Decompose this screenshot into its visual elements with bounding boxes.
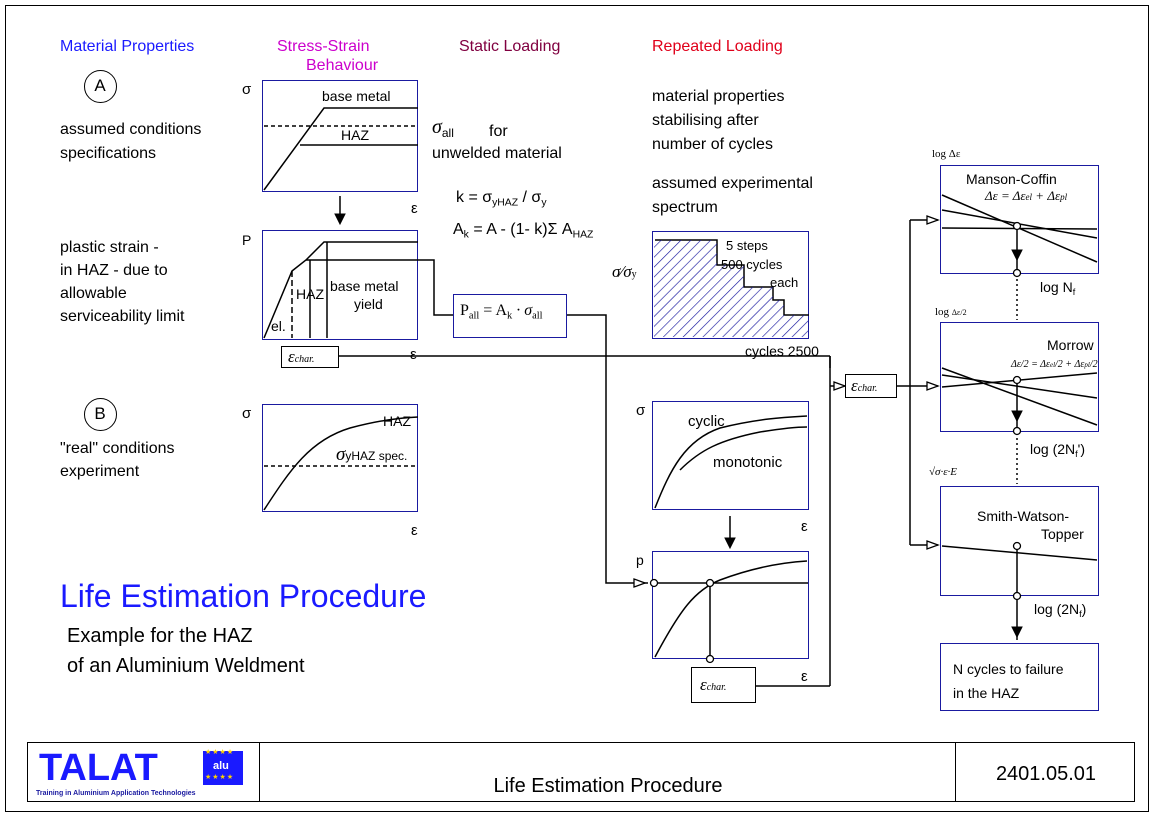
swt-title1: Smith-Watson- — [977, 508, 1070, 524]
g1-base-metal: base metal — [322, 88, 391, 104]
marker-b: B — [84, 398, 117, 431]
graph-load-box — [262, 230, 418, 340]
slide-frame — [5, 5, 1149, 812]
spectrum-each: each — [770, 275, 799, 290]
morrow-formula: Δε/2 = Δεel/2 + Δεpl/2 — [1011, 359, 1098, 370]
unwelded-material: unwelded material — [432, 145, 562, 162]
cond-a-line1: assumed conditions — [60, 121, 202, 138]
swt-top-axis: √σ·ε·E — [929, 466, 958, 478]
subtitle-line2: of an Aluminium Weldment — [67, 655, 305, 677]
g2-yield: yield — [354, 296, 383, 312]
g3-eps: ε — [411, 522, 418, 539]
rep-line2: stabilising after — [652, 112, 759, 129]
spectrum-steps: 5 steps — [726, 238, 768, 253]
logo-badge: alu — [213, 760, 229, 772]
pg-eps: ε — [801, 668, 808, 685]
rep-line1: material properties — [652, 88, 785, 105]
main-title: Life Estimation Procedure — [60, 578, 427, 614]
header-repeated-loading: Repeated Loading — [652, 38, 783, 55]
ak-formula: Ak = A - (1- k)Σ AHAZ — [453, 221, 594, 241]
p-graph-box — [652, 551, 809, 659]
cond-b-line2: experiment — [60, 463, 140, 480]
k-formula: k = σyHAZ / σy — [456, 189, 547, 209]
footer-bar: TALAT alu ★★★★ ★★★★ Training in Aluminiu… — [27, 742, 1135, 802]
g2-p: P — [242, 232, 252, 248]
spectrum-ratio: σ⁄σy — [612, 262, 637, 281]
spectrum-cycles-total: cycles 2500 — [745, 343, 819, 359]
pall-formula: Pall = Ak · σall — [460, 302, 543, 322]
header-material-properties: Material Properties — [60, 38, 195, 55]
footer-code: 2401.05.01 — [995, 763, 1097, 785]
spectrum-box — [652, 231, 809, 339]
footer-logo-cell: TALAT alu ★★★★ ★★★★ Training in Aluminiu… — [28, 743, 260, 801]
g3-sigma: σ — [242, 405, 252, 422]
marker-b-label: B — [94, 404, 106, 423]
eps-char-box-3: εchar. — [691, 667, 756, 703]
g3-sigma-yhaz: σyHAZ spec. — [336, 444, 408, 465]
cyc-sigma: σ — [636, 402, 646, 419]
eps-char-2: εchar. — [851, 376, 878, 395]
swt-axis: log (2Nf) — [1034, 601, 1087, 620]
cyclic-graph-box — [652, 401, 809, 510]
eps-char-3: εchar. — [700, 675, 727, 694]
cyc-cyclic: cyclic — [688, 413, 725, 430]
rep-line3: number of cycles — [652, 136, 773, 153]
talat-logo: TALAT — [39, 747, 158, 789]
cond-b-line1: "real" conditions — [60, 440, 175, 457]
g1-eps: ε — [411, 200, 418, 217]
morrow-top-axis: log Δε/2 — [935, 306, 967, 318]
footer-title: Life Estimation Procedure — [493, 775, 723, 797]
eu-stars-bottom: ★★★★ — [205, 774, 235, 781]
header-static-loading: Static Loading — [459, 38, 561, 55]
header-stress-strain: Stress-Strain — [277, 38, 370, 55]
manson-top-axis: log Δε — [932, 148, 961, 160]
marker-a-label: A — [94, 76, 106, 95]
g2-el: el. — [271, 318, 286, 334]
manson-axis: log Nf — [1040, 279, 1076, 298]
plastic-line3: allowable — [60, 285, 127, 302]
rep-line5: spectrum — [652, 199, 718, 216]
pall-box — [453, 294, 567, 338]
eu-stars-icon: alu ★★★★ ★★★★ — [203, 749, 243, 785]
eps-char-box-1: εchar. — [281, 346, 339, 368]
g3-haz: HAZ — [383, 413, 411, 429]
graph-base-metal-box — [262, 80, 418, 192]
eps-label-mid: ε — [410, 346, 417, 363]
pg-p: p — [636, 552, 644, 568]
result-line2: in the HAZ — [953, 685, 1020, 701]
eps-char-1: εchar. — [288, 347, 315, 366]
plastic-line4: serviceability limit — [60, 308, 185, 325]
subtitle-line1: Example for the HAZ — [67, 625, 253, 647]
morrow-title: Morrow — [1047, 337, 1094, 353]
cond-a-line2: specifications — [60, 145, 157, 162]
header-behaviour: Behaviour — [306, 57, 379, 74]
morrow-axis: log (2Nf') — [1030, 441, 1086, 460]
result-box — [940, 643, 1099, 711]
cyc-monotonic: monotonic — [713, 454, 783, 471]
manson-title: Manson-Coffin — [966, 171, 1057, 187]
manson-formula: Δε = Δεel + Δεpl — [985, 188, 1068, 203]
plastic-line1: plastic strain - — [60, 239, 159, 256]
g2-base-metal: base metal — [330, 278, 399, 294]
eps-char-box-2: εchar. — [845, 374, 897, 398]
g2-haz: HAZ — [296, 286, 324, 302]
g1-sigma: σ — [242, 81, 252, 98]
footer-title-cell: Life Estimation Procedure — [260, 743, 956, 801]
sigma-all: σall — [432, 116, 454, 141]
talat-subtitle: Training in Aluminium Application Techno… — [36, 790, 196, 797]
eu-stars: ★★★★ — [205, 749, 235, 756]
sigma-all-for: for — [489, 123, 508, 140]
footer-code-cell: 2401.05.01 — [956, 743, 1136, 801]
graph-haz-box — [262, 404, 418, 512]
spectrum-cycles: 500 cycles — [721, 257, 783, 272]
plastic-line2: in HAZ - due to — [60, 262, 168, 279]
g1-haz: HAZ — [341, 127, 369, 143]
marker-a: A — [84, 70, 117, 103]
rep-line4: assumed experimental — [652, 175, 813, 192]
cyc-eps: ε — [801, 518, 808, 535]
result-line1: N cycles to failure — [953, 661, 1064, 677]
swt-title2: Topper — [1041, 526, 1084, 542]
